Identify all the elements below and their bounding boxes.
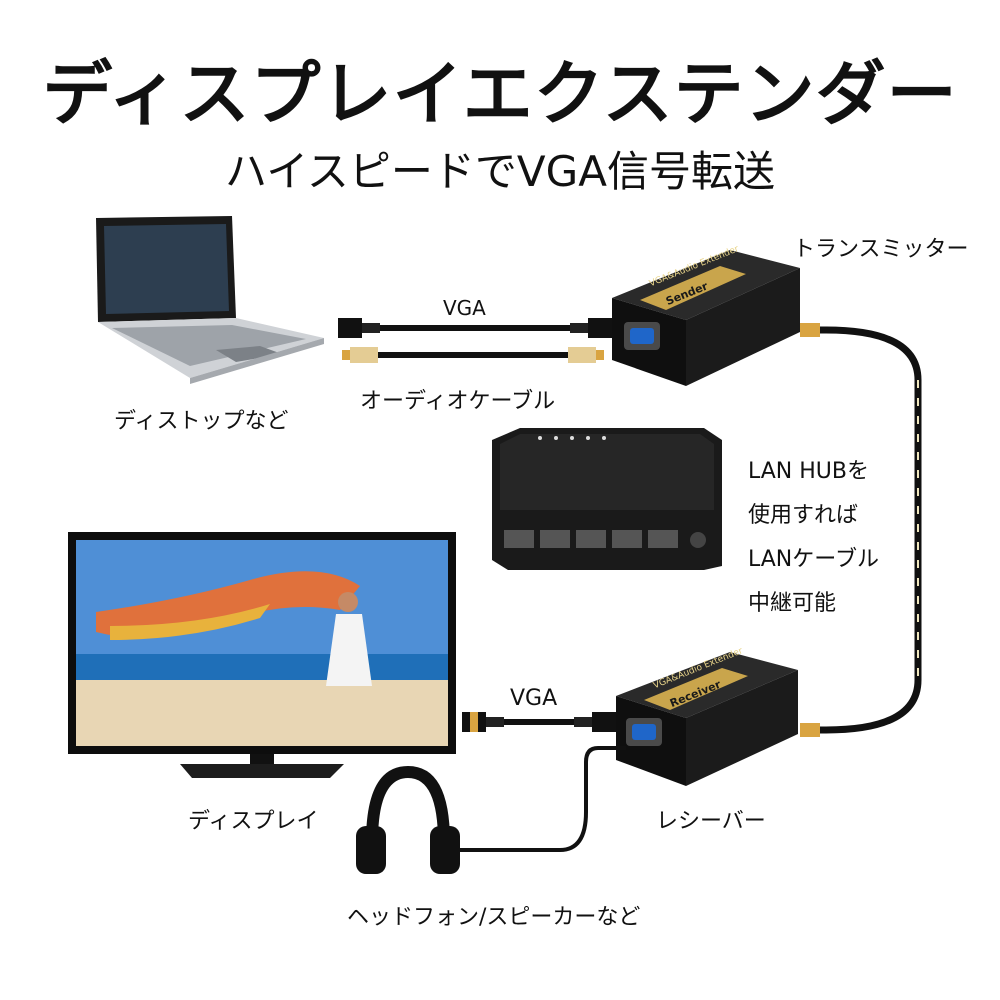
receiver-device	[616, 652, 798, 786]
laptop-icon	[96, 216, 324, 384]
lan-note-line-2: 使用すれば	[748, 503, 859, 528]
headphone-cable	[440, 746, 626, 852]
page-title: ディスプレイエクステンダー	[42, 53, 958, 135]
label-audio-cable: オーディオケーブル	[360, 389, 556, 414]
lan-note-line-3: LANケーブル	[748, 547, 879, 572]
audio-cable	[342, 347, 604, 363]
lan-hub-note: LAN HUBを 使用すれば LANケーブル 中継可能	[748, 450, 879, 626]
label-receiver: レシーバー	[656, 809, 766, 834]
label-vga-top: VGA	[443, 296, 486, 320]
label-desktop: ディストップなど	[114, 409, 289, 434]
vga-cable-top	[338, 318, 620, 338]
headphones-icon	[356, 765, 460, 874]
lan-note-line-4: 中継可能	[748, 591, 837, 616]
tv-display-icon	[68, 532, 456, 778]
label-headphones: ヘッドフォン/スピーカーなど	[347, 905, 641, 930]
label-display: ディスプレイ	[188, 809, 319, 834]
vga-cable-bottom	[462, 712, 624, 732]
lan-cable	[800, 323, 922, 737]
label-transmitter: トランスミッター	[793, 237, 969, 262]
lan-hub-device	[492, 428, 722, 570]
transmitter-device	[612, 250, 800, 386]
lan-note-line-1: LAN HUBを	[748, 459, 870, 484]
label-vga-bottom: VGA	[510, 686, 558, 711]
page-subtitle: ハイスピードでVGA信号転送	[225, 147, 775, 196]
